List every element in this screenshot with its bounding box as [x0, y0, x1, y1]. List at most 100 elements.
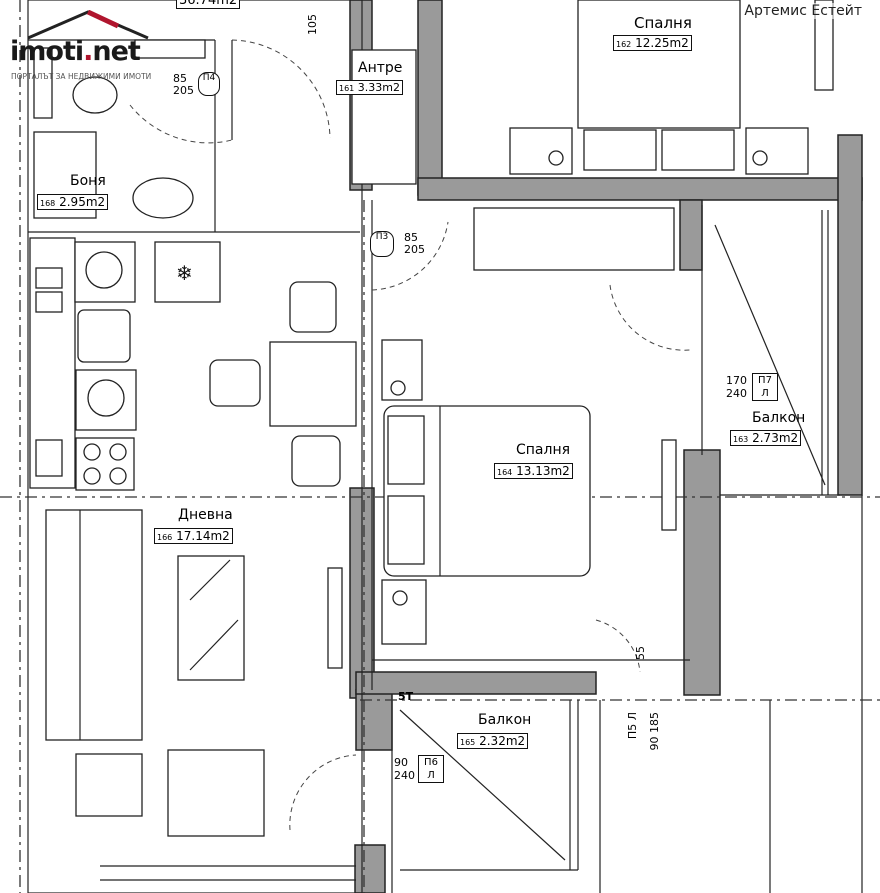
room-name: Спалня — [516, 442, 571, 458]
double-bed — [383, 405, 591, 577]
room-id: 164 — [497, 468, 513, 477]
room-code-bathroom: 168 2.95m2 — [37, 194, 109, 210]
bedroom-top-furniture — [509, 0, 834, 175]
door-tag-p6: 90 240 — [394, 756, 415, 782]
house-roof-icon — [27, 10, 149, 40]
room-name: Антре — [358, 60, 403, 76]
room-name: Спалня — [634, 14, 692, 32]
appliance — [35, 267, 63, 289]
glass-hatch — [189, 559, 231, 601]
wall-segment — [355, 671, 597, 695]
room-code-balcony-right: 163 2.73m2 — [730, 430, 802, 446]
door-tag-p7: 170 240 — [726, 374, 747, 400]
room-code-bedroom: 164 13.13m2 — [494, 463, 573, 479]
burner — [109, 467, 127, 485]
door-arc — [371, 221, 449, 291]
wall-segment — [837, 134, 863, 496]
room-area: 12.25m2 — [635, 36, 689, 50]
room-code-bedroom-top: 162 12.25m2 — [613, 35, 692, 51]
chair — [209, 359, 261, 407]
door-tag-p4: 85 205 — [173, 73, 194, 97]
nightstand — [745, 127, 809, 175]
balcony-diagonal — [714, 224, 826, 486]
washbasin — [132, 177, 194, 219]
door-arc — [231, 39, 331, 139]
room-label-balcony-bottom: Балкон — [478, 712, 531, 728]
lamp — [548, 150, 564, 166]
door-size-p5: 90 185 — [648, 712, 661, 751]
door-code-p7: П7 Л — [752, 373, 778, 401]
pillow — [387, 495, 425, 565]
entrance-fixtures — [351, 49, 417, 185]
wall-segment — [417, 0, 443, 196]
door-tag-p5: П5 Л — [626, 712, 639, 740]
hob-ring — [85, 251, 123, 289]
door-width: 85 — [404, 231, 418, 244]
room-area: 17.14m2 — [176, 529, 230, 543]
burner — [83, 467, 101, 485]
glass-hatch — [189, 619, 239, 671]
door-width: 90 — [394, 756, 408, 769]
towel-rail — [33, 47, 53, 119]
pillow — [583, 129, 657, 171]
pillow — [387, 415, 425, 485]
room-code-living: 166 17.14m2 — [154, 528, 233, 544]
brand-tagline: ПОРТАЛЪТ ЗА НЕДВИЖИМИ ИМОТИ — [11, 72, 152, 81]
door-width: 85 — [173, 72, 187, 85]
room-id: 165 — [460, 738, 476, 747]
room-id: 161 — [339, 84, 355, 93]
chair — [289, 281, 337, 333]
dimension-105: 105 — [306, 14, 319, 35]
double-bed — [577, 0, 741, 129]
snowflake-icon: ❄ — [176, 261, 193, 285]
window-bedroom — [661, 439, 677, 531]
pillow — [661, 129, 735, 171]
room-label-living: Дневна — [178, 507, 233, 523]
room-area: 2.95m2 — [59, 195, 106, 209]
top-partial-area: 36.74m2 — [176, 0, 241, 9]
appliance — [35, 439, 63, 477]
bedroom-furniture — [381, 207, 677, 645]
room-code-entrance: 161 3.33m2 — [336, 80, 403, 95]
room-name: Балкон — [752, 410, 806, 426]
cabinet — [154, 241, 221, 303]
room-code-balcony-bottom: 165 2.32m2 — [457, 733, 529, 749]
brand-logo: imoti.net ПОРТАЛЪТ ЗА НЕДВИЖИМИ ИМОТИ — [8, 10, 168, 84]
room-area: 3.33m2 — [357, 81, 400, 94]
wall-segment — [417, 177, 863, 201]
window-top — [814, 0, 834, 91]
door-height: 205 — [404, 243, 425, 256]
coffee-table — [177, 555, 245, 681]
door-height: 240 — [394, 769, 415, 782]
wall-segment — [683, 449, 721, 696]
sink — [77, 309, 131, 363]
door-arc — [289, 754, 357, 831]
door-arc — [609, 284, 691, 351]
armchair-table — [75, 753, 143, 817]
room-area: 2.73m2 — [752, 431, 799, 445]
door-arc — [129, 104, 233, 144]
burner — [109, 443, 127, 461]
interior-lines — [27, 0, 863, 893]
entrance-cabinet — [351, 49, 417, 185]
cistern — [134, 39, 206, 59]
armchair — [167, 749, 265, 837]
door-code-p3: П3 — [370, 231, 394, 257]
room-name: Боня — [70, 173, 106, 189]
room-id: 162 — [616, 40, 632, 49]
kitchen-fixtures: ❄ — [29, 237, 221, 491]
door-code-p4: П4 — [198, 72, 220, 96]
area-value: 36.74m2 — [179, 0, 238, 8]
room-area: 13.13m2 — [516, 464, 570, 478]
sofa — [45, 509, 143, 741]
dimension-55: 55 — [634, 646, 647, 660]
door-swings — [129, 39, 691, 831]
door-height: 240 — [726, 387, 747, 400]
room-label-bedroom: Спалня — [516, 442, 570, 458]
door-width: 170 — [726, 374, 747, 387]
wardrobe — [473, 207, 675, 271]
room-name: Балкон — [478, 712, 532, 728]
window-left — [327, 567, 343, 669]
